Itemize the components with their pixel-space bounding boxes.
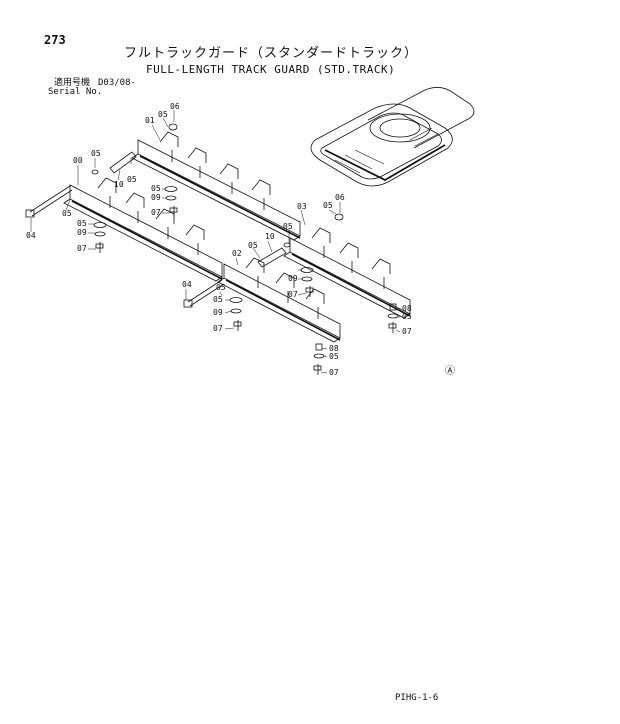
callout-label: 07 <box>77 244 87 253</box>
track-guard-lower <box>217 257 341 343</box>
page-number: 273 <box>44 33 66 47</box>
callout-label: 05 <box>329 352 339 361</box>
callout-label: 05 <box>151 184 161 193</box>
track-guard-middle-left <box>63 177 223 282</box>
callout-label: 06 <box>335 193 345 202</box>
crawler-thumbnail <box>310 87 475 187</box>
callout-label: 01 <box>145 116 155 125</box>
callout-label: 08 <box>329 344 339 353</box>
callout-label: 09 <box>288 274 298 283</box>
callout-label: 05 <box>323 201 333 210</box>
callout-label: 06 <box>170 102 180 111</box>
callout-label: 05 <box>216 283 226 292</box>
callout-label: 09 <box>213 308 223 317</box>
leader-lines <box>30 110 401 374</box>
long-bolts <box>25 185 225 308</box>
title-english: FULL-LENGTH TRACK GUARD (STD.TRACK) <box>146 63 396 76</box>
callout-label: 05 <box>62 209 72 218</box>
callout-label: 09 <box>151 193 161 202</box>
callout-label: 05 <box>248 241 258 250</box>
fasteners <box>91 123 399 375</box>
callout-label: 03 <box>297 202 307 211</box>
reference-mark: Ⓐ <box>445 366 455 377</box>
callout-label: 07 <box>288 290 298 299</box>
callout-label: 07 <box>329 368 339 377</box>
callout-label: 05 <box>91 149 101 158</box>
serial-label-japanese: 適用号機 <box>54 78 91 88</box>
callout-label: 05 <box>402 312 412 321</box>
callout-label: 05 <box>283 222 293 231</box>
callout-label: 08 <box>402 304 412 313</box>
callout-label: 07 <box>151 208 161 217</box>
callout-label: 05 <box>127 175 137 184</box>
serial-value: D03/08- <box>98 78 136 88</box>
callout-label: 07 <box>402 327 412 336</box>
pins <box>109 151 287 268</box>
callout-label: 02 <box>232 249 242 258</box>
callout-label: 05 <box>213 295 223 304</box>
callout-label: 05 <box>77 219 87 228</box>
callout-label: 07 <box>213 324 223 333</box>
callout-label: 10 <box>265 232 275 241</box>
callout-label: 09 <box>77 228 87 237</box>
title-japanese: フルトラックガード（スタンダードトラック） <box>124 46 419 61</box>
footer-code: PIHG-1-6 <box>395 693 439 703</box>
callout-label: 04 <box>26 231 36 240</box>
callout-label: 04 <box>182 280 192 289</box>
callout-label: 00 <box>73 156 83 165</box>
track-guard-upper-left <box>131 131 301 241</box>
callout-label: 10 <box>114 180 124 189</box>
serial-label-english: Serial No. <box>48 87 103 97</box>
callout-label: 05 <box>158 110 168 119</box>
